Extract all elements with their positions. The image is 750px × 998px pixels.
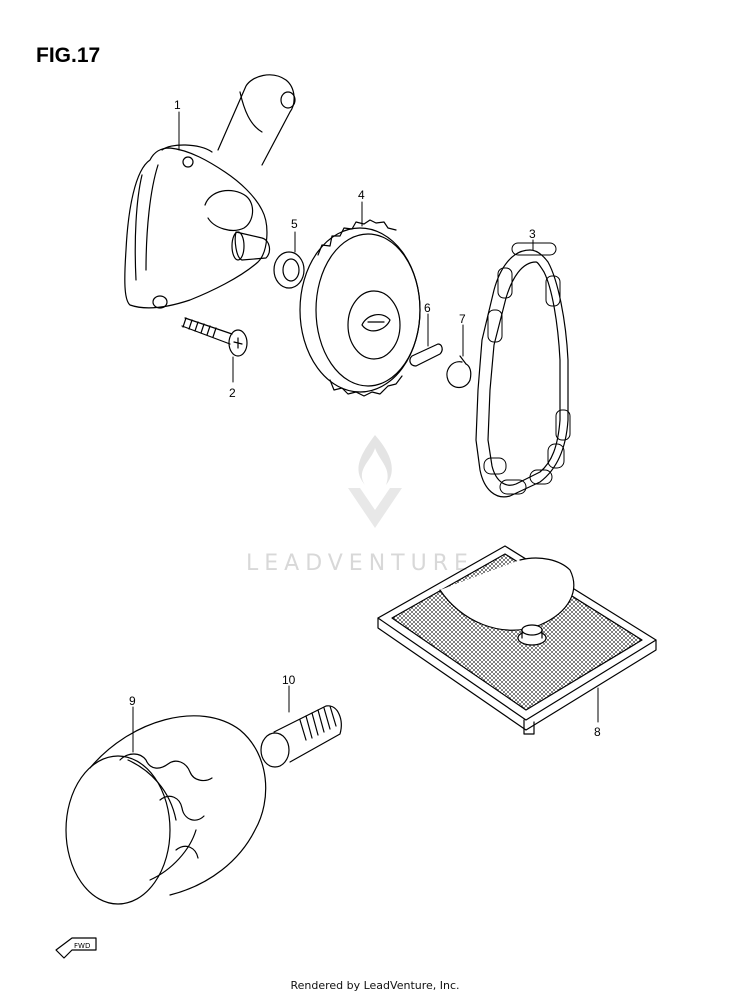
watermark-logo bbox=[348, 435, 402, 528]
callout-4: 4 bbox=[358, 188, 365, 202]
oil-pump-housing bbox=[124, 74, 296, 309]
callout-9: 9 bbox=[129, 694, 136, 708]
callout-7: 7 bbox=[459, 312, 466, 326]
callout-1: 1 bbox=[174, 98, 181, 112]
figure-title: FIG.17 bbox=[36, 44, 101, 67]
leader-lines bbox=[132, 111, 599, 753]
callout-3: 3 bbox=[529, 227, 536, 241]
footer-credit: Rendered by LeadVenture, Inc. bbox=[290, 979, 460, 992]
oil-strainer bbox=[377, 545, 657, 735]
drive-chain bbox=[475, 242, 571, 498]
fwd-label: FWD bbox=[74, 942, 90, 950]
callout-10: 10 bbox=[282, 673, 296, 687]
driven-gear bbox=[299, 219, 421, 397]
callout-8: 8 bbox=[594, 725, 601, 739]
bolt bbox=[181, 317, 248, 357]
union-bolt bbox=[260, 705, 342, 768]
watermark-text: LEADVENTURE bbox=[246, 551, 474, 576]
fwd-arrow-icon: FWD bbox=[55, 937, 97, 959]
pin bbox=[409, 343, 443, 367]
callout-6: 6 bbox=[424, 301, 431, 315]
callout-5: 5 bbox=[291, 217, 298, 231]
circlip bbox=[446, 355, 472, 389]
washer bbox=[273, 251, 305, 289]
callout-2: 2 bbox=[229, 386, 236, 400]
oil-filter bbox=[65, 715, 267, 905]
